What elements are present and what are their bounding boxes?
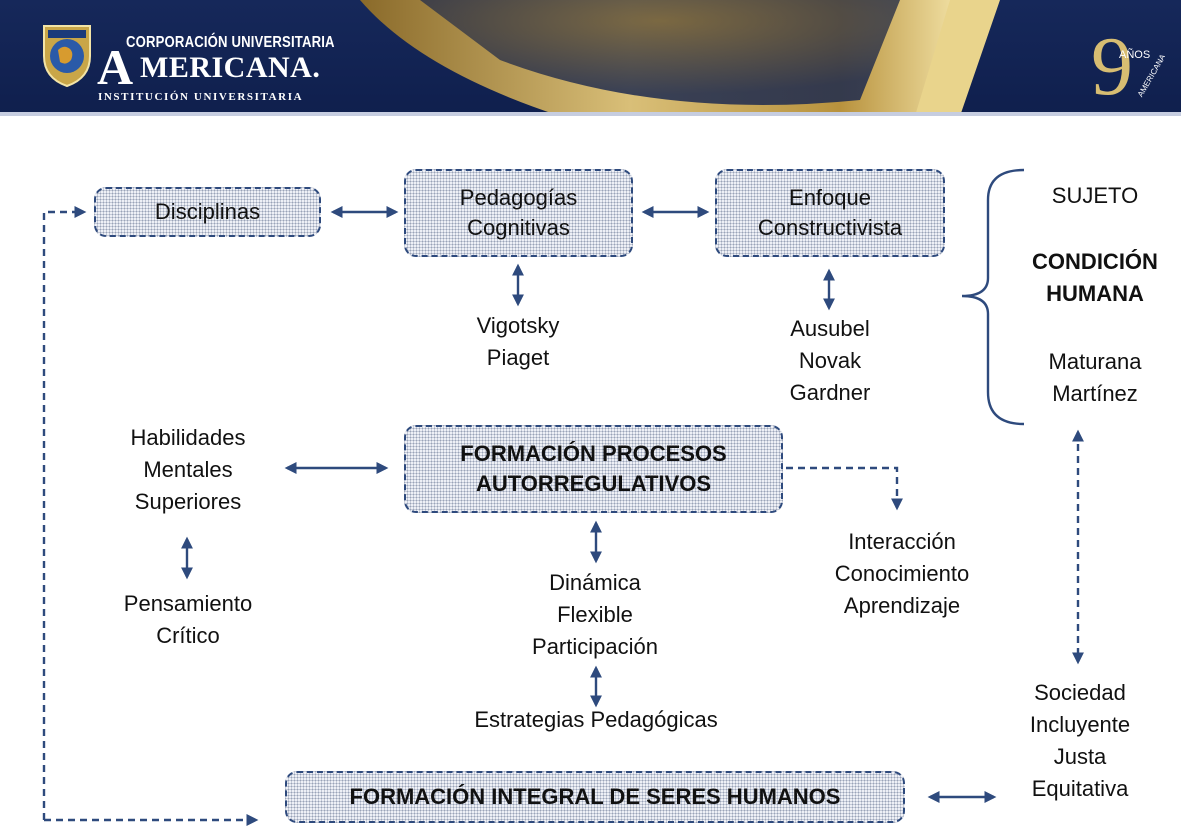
logo-shield-icon (43, 25, 91, 88)
box-formacion-integral: FORMACIÓN INTEGRAL DE SERES HUMANOS (285, 771, 905, 823)
text-sociedad: Sociedad Incluyente Justa Equitativa (1029, 680, 1131, 801)
logo-name: MERICANA. (140, 51, 321, 84)
text-maturana-martinez: Maturana Martínez (1048, 349, 1142, 406)
box-pedagogias-cognitivas: Pedagogías Cognitivas (404, 169, 633, 257)
text-sujeto: SUJETO (1051, 183, 1139, 208)
badge-number: 9 (1091, 20, 1133, 108)
text-pensamiento-critico: Pensamiento Crítico (123, 591, 253, 648)
box-formacion-procesos: FORMACIÓN PROCESOS AUTORREGULATIVOS (404, 425, 783, 513)
text-habilidades: Habilidades Mentales Superiores (130, 425, 246, 514)
box-disciplinas: Disciplinas (94, 187, 321, 237)
text-estrategias: Estrategias Pedagógicas (474, 707, 718, 732)
text-dinamica: Dinámica Flexible Participación (532, 570, 658, 659)
logo-subtitle: INSTITUCIÓN UNIVERSITARIA (98, 91, 304, 103)
badge-top: AÑOS (1119, 48, 1150, 61)
text-condicion-humana: CONDICIÓN HUMANA (1032, 249, 1158, 306)
text-ausubel-novak-gardner: Ausubel Novak Gardner (789, 316, 871, 405)
arrow-procesos-interaccion (786, 466, 903, 511)
anniversary-badge-icon: 9 AÑOS AMERICANA (1091, 20, 1165, 108)
text-vigotsky-piaget: Vigotsky Piaget (476, 313, 560, 370)
header-banner: CORPORACIÓN UNIVERSITARIA A MERICANA. IN… (0, 0, 1181, 116)
logo-line1: CORPORACIÓN UNIVERSITARIA (126, 34, 335, 51)
brace-icon (961, 168, 1025, 426)
banner-gold-swoosh (360, 0, 1000, 116)
logo-initial: A (97, 39, 134, 95)
box-enfoque-constructivista: Enfoque Constructivista (715, 169, 945, 257)
text-interaccion: Interacción Conocimiento Aprendizaje (834, 529, 970, 618)
